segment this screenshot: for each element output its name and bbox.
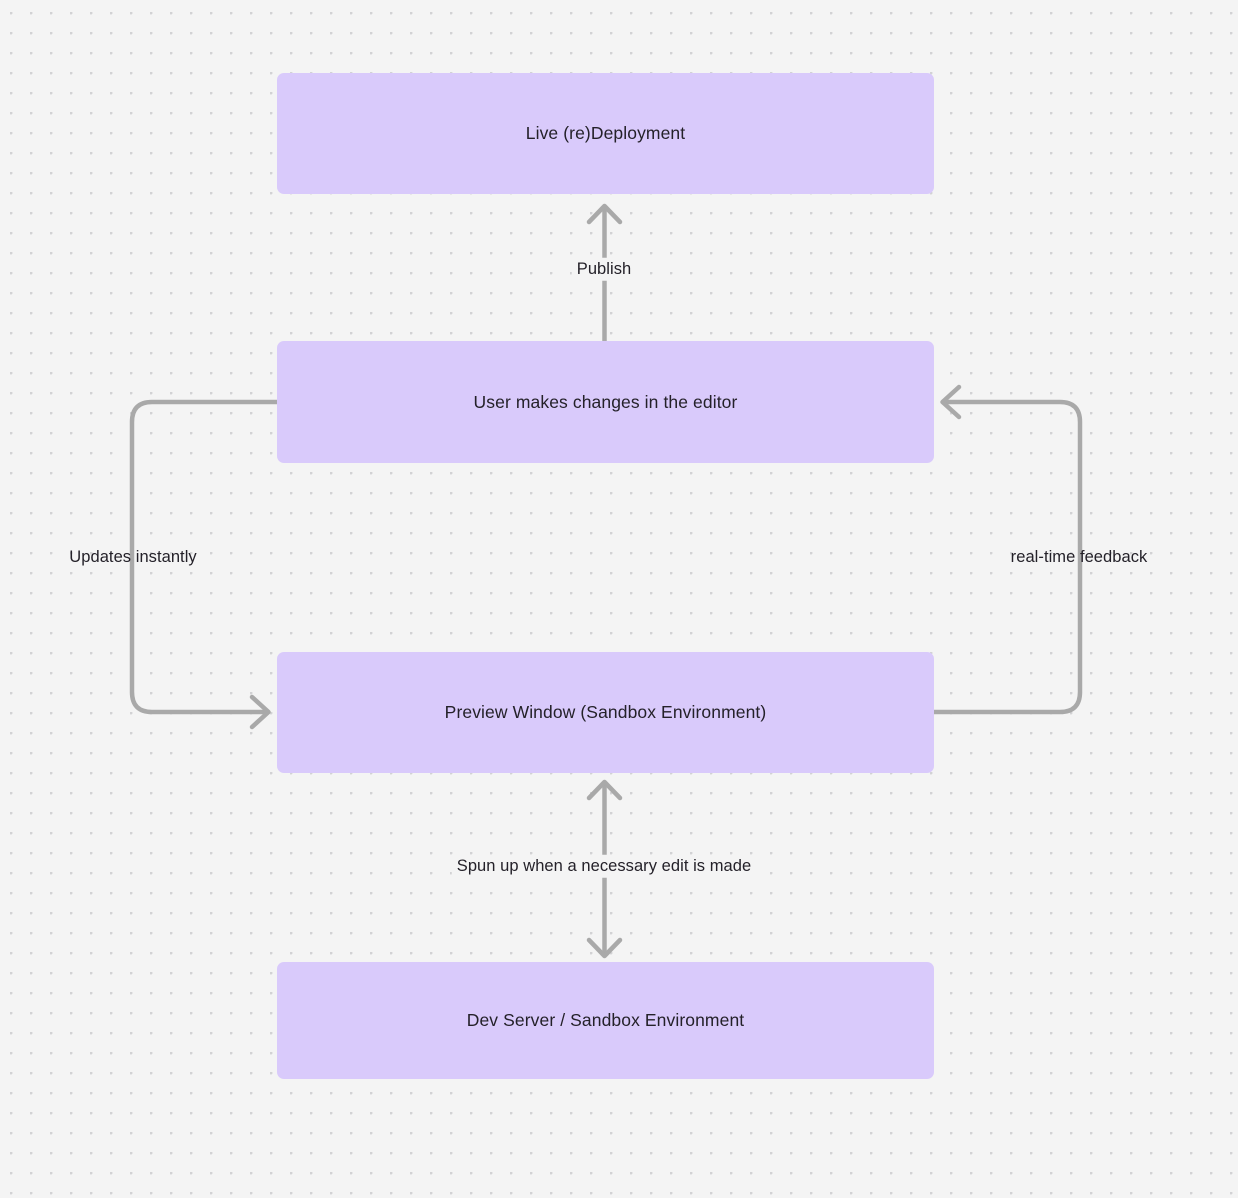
node-label: Live (re)Deployment — [525, 123, 686, 144]
node-label: User makes changes in the editor — [473, 391, 738, 412]
node-label: Dev Server / Sandbox Environment — [466, 1010, 745, 1031]
node-live-deployment[interactable]: Live (re)Deployment — [277, 73, 934, 194]
edge-label-real-time-feedback: real-time feedback — [1010, 547, 1148, 566]
node-dev-server[interactable]: Dev Server / Sandbox Environment — [277, 962, 934, 1079]
edge-label-spun-up: Spun up when a necessary edit is made — [451, 854, 757, 878]
edge-label-publish: Publish — [571, 257, 637, 281]
node-label: Preview Window (Sandbox Environment) — [444, 702, 767, 723]
edge-label-updates-instantly: Updates instantly — [69, 547, 197, 566]
node-preview-window[interactable]: Preview Window (Sandbox Environment) — [277, 652, 934, 773]
node-user-edits[interactable]: User makes changes in the editor — [277, 341, 934, 463]
